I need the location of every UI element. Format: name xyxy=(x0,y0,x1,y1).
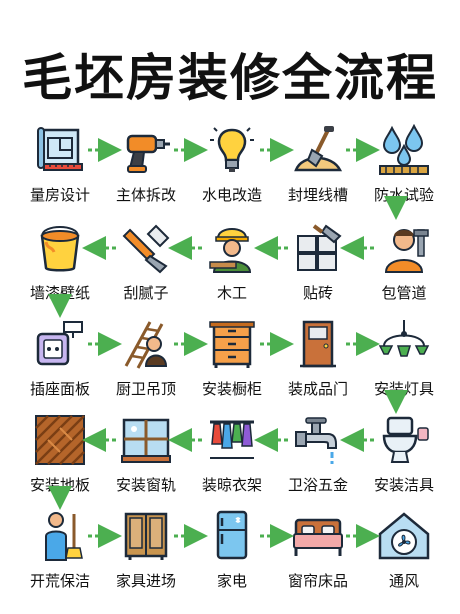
step-sanitary: 安装洁具 xyxy=(358,414,450,508)
window-icon xyxy=(120,414,172,466)
step-label: 贴砖 xyxy=(302,284,333,302)
chandelier-icon xyxy=(378,318,430,370)
step-tiling: 贴砖 xyxy=(272,222,364,316)
step-label: 插座面板 xyxy=(29,380,90,398)
blueprint-icon xyxy=(34,124,86,176)
door-icon xyxy=(292,318,344,370)
toilet-icon xyxy=(378,414,430,466)
step-cabinets: 安装橱柜 xyxy=(186,318,278,412)
carpenter-icon xyxy=(206,222,258,274)
step-flooring: 安装地板 xyxy=(14,414,106,508)
step-ventilation: 通风 xyxy=(358,510,450,604)
refrigerator-icon xyxy=(206,510,258,562)
step-label: 墙漆壁纸 xyxy=(29,284,90,302)
step-measure-design: 量房设计 xyxy=(14,124,106,218)
step-paint-wallpaper: 墙漆壁纸 xyxy=(14,222,106,316)
step-label: 刮腻子 xyxy=(123,284,169,302)
step-label: 安装地板 xyxy=(29,476,90,494)
lightbulb-icon xyxy=(206,124,258,176)
step-label: 卫浴五金 xyxy=(287,476,348,494)
cabinet-icon xyxy=(206,318,258,370)
step-label: 厨卫吊顶 xyxy=(115,380,176,398)
step-plumbing-electric: 水电改造 xyxy=(186,124,278,218)
step-label: 安装窗轨 xyxy=(115,476,176,494)
step-label: 包管道 xyxy=(381,284,427,302)
paint-bucket-icon xyxy=(34,222,86,274)
step-wrap-pipes: 包管道 xyxy=(358,222,450,316)
step-doors: 装成品门 xyxy=(272,318,364,412)
page-title: 毛坯房装修全流程 xyxy=(22,49,438,107)
step-label: 安装橱柜 xyxy=(201,380,262,398)
drill-icon xyxy=(120,124,172,176)
shovel-icon xyxy=(292,124,344,176)
clothes-rack-icon xyxy=(206,414,258,466)
step-label: 主体拆改 xyxy=(115,186,176,204)
faucet-icon xyxy=(292,414,344,466)
step-appliances: 家电 xyxy=(186,510,278,604)
step-label: 家电 xyxy=(216,572,247,590)
step-cleaning: 开荒保洁 xyxy=(14,510,106,604)
step-seal-trenches: 封埋线槽 xyxy=(272,124,364,218)
step-label: 安装洁具 xyxy=(373,476,434,494)
step-label: 水电改造 xyxy=(201,186,262,204)
step-label: 通风 xyxy=(388,572,419,590)
bed-icon xyxy=(292,510,344,562)
water-drops-icon xyxy=(378,123,430,176)
cleaner-icon xyxy=(34,510,86,562)
step-bath-hardware: 卫浴五金 xyxy=(272,414,364,508)
step-label: 装成品门 xyxy=(287,380,348,398)
step-label: 量房设计 xyxy=(29,186,90,204)
tiles-icon xyxy=(292,222,344,274)
step-furniture: 家具进场 xyxy=(100,510,192,604)
step-label: 开荒保洁 xyxy=(29,572,90,590)
step-label: 封埋线槽 xyxy=(287,186,348,204)
socket-icon xyxy=(34,318,86,370)
step-window-rail: 安装窗轨 xyxy=(100,414,192,508)
step-label: 装晾衣架 xyxy=(201,476,262,494)
plumber-icon xyxy=(378,222,430,274)
step-label: 木工 xyxy=(216,284,247,302)
step-label: 窗帘床品 xyxy=(287,572,348,590)
step-structural-demolition: 主体拆改 xyxy=(100,124,192,218)
putty-knife-icon xyxy=(120,222,172,274)
wardrobe-icon xyxy=(120,510,172,562)
step-label: 家具进场 xyxy=(115,572,176,590)
step-curtains-bedding: 窗帘床品 xyxy=(272,510,364,604)
ventilation-icon xyxy=(378,510,430,562)
step-carpentry: 木工 xyxy=(186,222,278,316)
parquet-floor-icon xyxy=(34,414,86,466)
step-clothes-rack: 装晾衣架 xyxy=(186,414,278,508)
step-sockets: 插座面板 xyxy=(14,318,106,412)
step-putty: 刮腻子 xyxy=(100,222,192,316)
step-ceiling: 厨卫吊顶 xyxy=(100,318,192,412)
ladder-icon xyxy=(120,318,172,370)
